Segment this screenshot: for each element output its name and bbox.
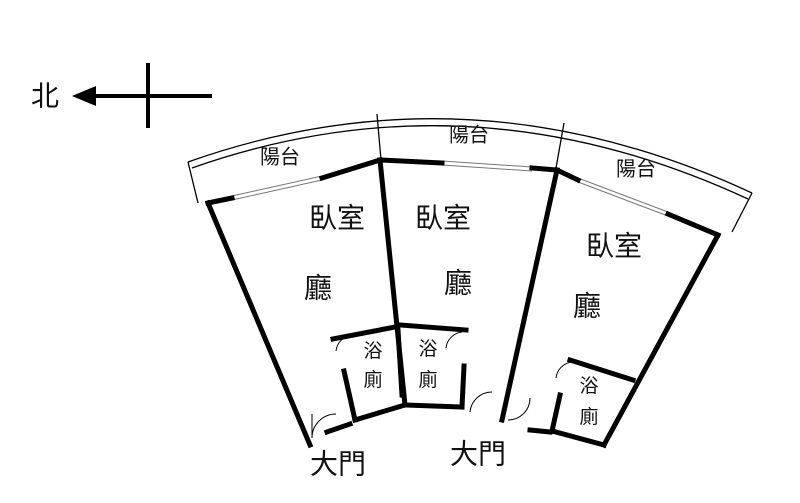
unit-2-bedroom-label: 臥室 bbox=[415, 202, 471, 235]
unit-1-bath-label-line2: 廁 bbox=[363, 368, 382, 391]
unit-2-balcony-label: 陽台 bbox=[449, 123, 489, 147]
unit-1-bedroom-label: 臥室 bbox=[309, 202, 365, 235]
unit-2-living-label: 廳 bbox=[444, 267, 472, 300]
unit-1-bath-label-line1: 浴 bbox=[363, 340, 382, 362]
unit-1-living-label: 廳 bbox=[304, 272, 332, 305]
unit-3-living-label: 廳 bbox=[573, 290, 601, 323]
north-label: 北 bbox=[31, 80, 59, 113]
unit-1-balcony-label: 陽台 bbox=[260, 145, 300, 169]
unit-3-bedroom-label: 臥室 bbox=[586, 230, 642, 263]
unit-3-balcony-label: 陽台 bbox=[616, 157, 656, 181]
balcony-glass-doors bbox=[231, 160, 669, 217]
unit-2-bath-label-line1: 浴 bbox=[418, 338, 437, 360]
door-swings bbox=[311, 331, 573, 439]
balcony-railing bbox=[187, 113, 753, 233]
unit-3-bath-label-line2: 廁 bbox=[579, 405, 598, 428]
unit-2-bath-label-line2: 廁 bbox=[418, 368, 437, 391]
unit-3-bath-label-line1: 浴 bbox=[579, 375, 598, 397]
entrance-2-label: 大門 bbox=[450, 438, 506, 471]
entrance-1-label: 大門 bbox=[310, 448, 366, 481]
north-arrow-icon bbox=[72, 63, 212, 128]
building-walls bbox=[204, 156, 722, 449]
